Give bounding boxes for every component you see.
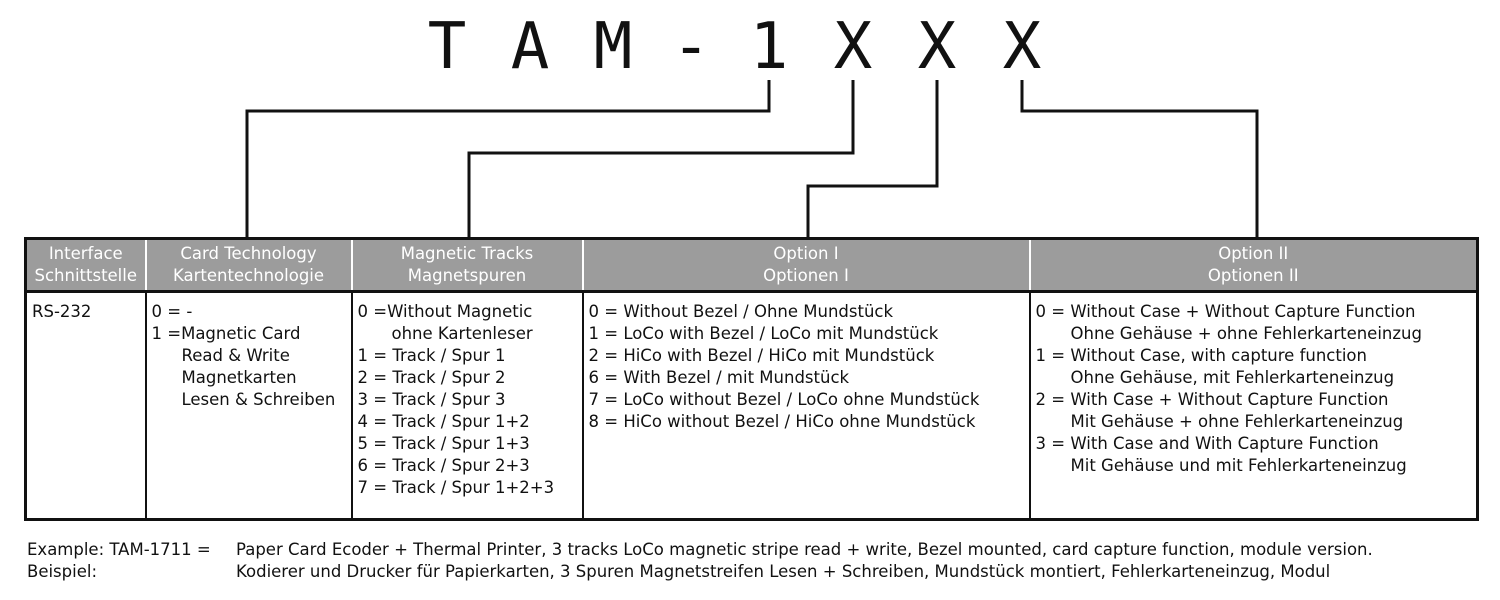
beispiel-label: Beispiel:	[27, 562, 98, 581]
connector-magnetic-tracks	[467, 80, 855, 237]
option1-code-6: 6 = With Bezel / mit Mundstück	[588, 368, 850, 387]
track-code-6: 6 = Track / Spur 2+3	[357, 456, 530, 475]
option2-code-2: 2 = With Case + Without Capture Function	[1035, 390, 1389, 409]
header-magnetic-tracks: Magnetic Tracks Magnetspuren	[350, 238, 583, 293]
cell-interface: RS-232	[26, 292, 146, 520]
title-char-a: A	[510, 10, 550, 84]
option2-code-0: 0 = Without Case + Without Capture Funct…	[1035, 302, 1416, 321]
option1-code-8: 8 = HiCo without Bezel / HiCo ohne Munds…	[588, 412, 976, 431]
option1-code-1: 1 = LoCo with Bezel / LoCo mit Mundstück	[588, 324, 939, 343]
beispiel-text: Kodierer und Drucker für Papierkarten, 3…	[236, 562, 1331, 581]
connector-option-2	[1020, 80, 1259, 237]
cell-option-1: 0 = Without Bezel / Ohne Mundstück 1 = L…	[581, 291, 1030, 520]
header-card-technology: Card Technology Kartentechnologie	[144, 238, 352, 293]
title-digit-card-technology: 1	[749, 10, 789, 84]
title-char-dash: -	[671, 10, 711, 84]
header-option-2: Option II Optionen II	[1028, 238, 1478, 293]
track-code-5: 5 = Track / Spur 1+3	[357, 434, 530, 453]
title-char-m: M	[593, 10, 633, 84]
track-code-2: 2 = Track / Spur 2	[357, 368, 506, 387]
option1-code-7: 7 = LoCo without Bezel / LoCo ohne Munds…	[588, 390, 980, 409]
card-tech-code-1: 1 =Magnetic Card	[151, 324, 301, 343]
option2-code-3: 3 = With Case and With Capture Function	[1035, 434, 1379, 453]
track-code-0: 0 =Without Magnetic	[357, 302, 533, 321]
track-code-3: 3 = Track / Spur 3	[357, 390, 506, 409]
option1-code-0: 0 = Without Bezel / Ohne Mundstück	[588, 302, 894, 321]
header-interface: Interface Schnittstelle	[25, 238, 146, 293]
connector-card-technology	[245, 80, 771, 237]
connector-option-1	[806, 80, 939, 237]
example-text: Paper Card Ecoder + Thermal Printer, 3 t…	[236, 540, 1373, 559]
interface-value: RS-232	[32, 302, 92, 321]
cell-card-technology: 0 = - 1 =Magnetic Card Read & Write Magn…	[144, 291, 352, 520]
table-header-row: Interface Schnittstelle Card Technology …	[25, 238, 1478, 293]
digit-connectors	[245, 80, 1259, 237]
cell-option-2: 0 = Without Case + Without Capture Funct…	[1028, 291, 1478, 520]
card-tech-code-0: 0 = -	[151, 302, 193, 321]
track-code-1: 1 = Track / Spur 1	[357, 346, 506, 365]
example-label: Example: TAM-1711 =	[27, 540, 211, 559]
example-line-en: Example: TAM-1711 = Paper Card Ecoder + …	[27, 539, 1373, 561]
title-char-t: T	[427, 10, 467, 84]
title-digit-option-1: X	[917, 10, 957, 84]
code-table: Interface Schnittstelle Card Technology …	[24, 237, 1479, 521]
title-digit-magnetic-tracks: X	[833, 10, 873, 84]
option2-code-1: 1 = Without Case, with capture function	[1035, 346, 1367, 365]
title-digit-option-2: X	[1002, 10, 1042, 84]
track-code-7: 7 = Track / Spur 1+2+3	[357, 478, 555, 497]
example-line-de: Beispiel: Kodierer und Drucker für Papie…	[27, 561, 1373, 583]
track-code-4: 4 = Track / Spur 1+2	[357, 412, 530, 431]
header-option-1: Option I Optionen I	[581, 238, 1030, 293]
cell-magnetic-tracks: 0 =Without Magnetic ohne Kartenleser 1 =…	[350, 291, 583, 520]
example-footer: Example: TAM-1711 = Paper Card Ecoder + …	[27, 539, 1373, 583]
table-body-row: RS-232 0 = - 1 =Magnetic Card Read & Wri…	[26, 291, 1478, 520]
option1-code-2: 2 = HiCo with Bezel / HiCo mit Mundstück	[588, 346, 935, 365]
